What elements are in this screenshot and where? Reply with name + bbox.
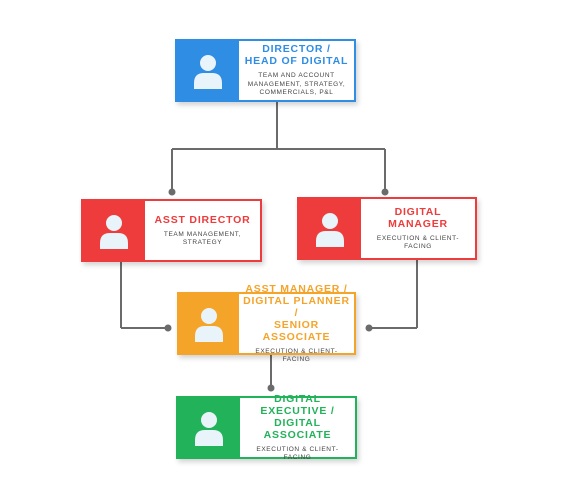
role-description: EXECUTION & CLIENT-FACING <box>376 234 460 251</box>
person-avatar-icon <box>195 411 223 446</box>
avatar-panel <box>299 199 361 258</box>
person-avatar-icon <box>100 214 128 249</box>
text-panel: ASST MANAGER / DIGITAL PLANNER / SENIOR … <box>239 283 354 363</box>
connector-dot-asst-director <box>168 188 176 196</box>
connector-dot-asst-manager-left <box>164 324 172 332</box>
avatar-panel <box>83 201 145 260</box>
text-panel: ASST DIRECTOR TEAM MANAGEMENT, STRATEGY <box>145 201 260 260</box>
connector-dot-digital-executive <box>267 384 275 392</box>
node-asst-director: ASST DIRECTOR TEAM MANAGEMENT, STRATEGY <box>81 199 262 262</box>
role-title: ASST MANAGER / DIGITAL PLANNER / SENIOR … <box>243 282 350 343</box>
avatar-panel <box>179 294 239 353</box>
person-avatar-icon <box>194 54 222 89</box>
node-digital-executive: DIGITAL EXECUTIVE / DIGITAL ASSOCIATE EX… <box>176 393 357 461</box>
text-panel: DIGITAL EXECUTIVE / DIGITAL ASSOCIATE EX… <box>240 393 355 461</box>
text-panel: DIRECTOR / HEAD OF DIGITAL TEAM AND ACCO… <box>239 41 354 100</box>
role-description: TEAM AND ACCOUNT MANAGEMENT, STRATEGY, C… <box>247 72 346 97</box>
role-title: DIRECTOR / HEAD OF DIGITAL <box>244 43 349 68</box>
role-description: EXECUTION & CLIENT-FACING <box>256 445 339 462</box>
role-title: DIGITAL EXECUTIVE / DIGITAL ASSOCIATE <box>260 392 335 441</box>
avatar-panel <box>177 41 239 100</box>
connector-dot-asst-manager-right <box>365 324 373 332</box>
role-description: TEAM MANAGEMENT, STRATEGY <box>163 230 242 247</box>
role-title: ASST DIRECTOR <box>154 213 251 226</box>
node-asst-manager: ASST MANAGER / DIGITAL PLANNER / SENIOR … <box>177 283 356 363</box>
node-digital-manager: DIGITAL MANAGER EXECUTION & CLIENT-FACIN… <box>297 197 477 260</box>
person-avatar-icon <box>316 212 344 247</box>
node-director: DIRECTOR / HEAD OF DIGITAL TEAM AND ACCO… <box>175 39 356 102</box>
role-description: EXECUTION & CLIENT-FACING <box>255 347 338 364</box>
connector-dot-digital-manager <box>381 188 389 196</box>
text-panel: DIGITAL MANAGER EXECUTION & CLIENT-FACIN… <box>361 199 475 258</box>
role-title: DIGITAL MANAGER <box>388 205 448 230</box>
person-avatar-icon <box>195 307 223 342</box>
avatar-panel <box>178 398 240 457</box>
